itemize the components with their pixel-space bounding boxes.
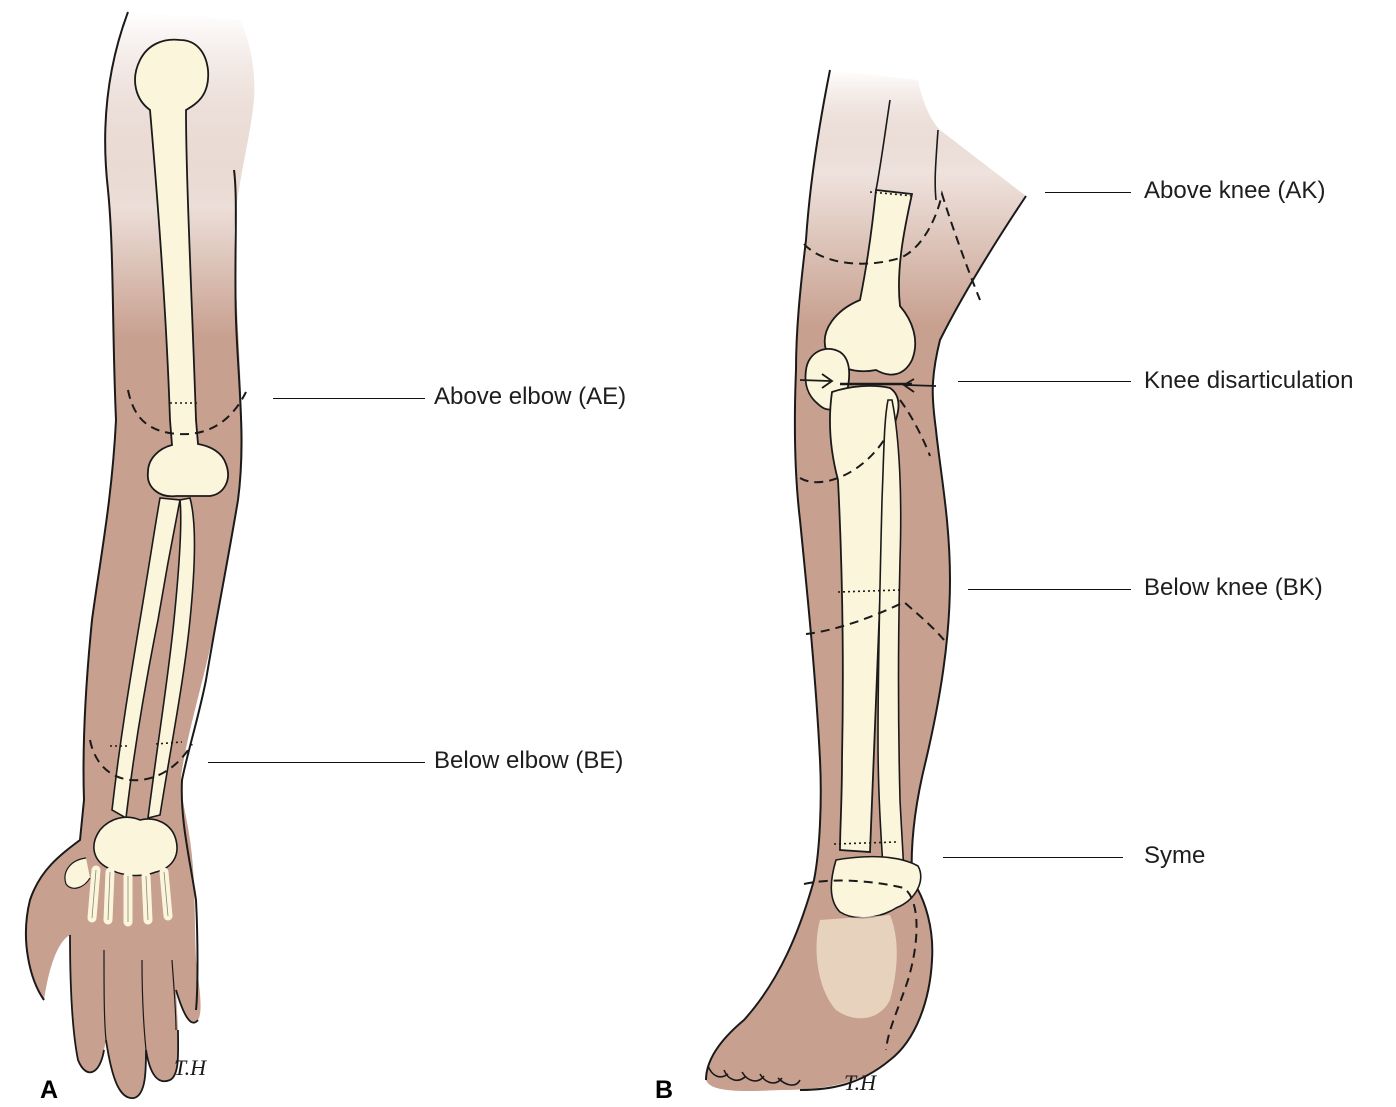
ulna bbox=[147, 497, 196, 820]
leader-line-syme bbox=[943, 857, 1123, 858]
leg-illustration: T.H bbox=[705, 69, 1027, 1095]
humerus bbox=[134, 38, 229, 498]
label-above-elbow: Above elbow (AE) bbox=[434, 383, 627, 410]
syme-cut-line bbox=[803, 879, 918, 1051]
knee-arrow-left bbox=[799, 373, 834, 389]
arm-fingers-outline bbox=[69, 934, 199, 1099]
below-elbow-cut-line bbox=[89, 739, 193, 782]
label-knee-disarticulation: Knee disarticulation bbox=[1144, 367, 1354, 394]
label-below-knee: Below knee (BK) bbox=[1144, 574, 1323, 601]
toes bbox=[707, 1065, 801, 1086]
leader-line-knee-disarticulation bbox=[958, 381, 1131, 382]
panel-letter-b: B bbox=[655, 1076, 674, 1104]
label-syme: Syme bbox=[1144, 842, 1206, 869]
leader-line-below-knee bbox=[968, 589, 1131, 590]
panel-letter-a: A bbox=[40, 1076, 59, 1104]
signature-arm: T.H bbox=[174, 1055, 207, 1080]
knee-arrow-right bbox=[902, 378, 937, 393]
label-above-knee: Above knee (AK) bbox=[1144, 177, 1326, 204]
arm-outline-left bbox=[24, 11, 129, 1001]
leader-line-below-elbow bbox=[208, 762, 425, 763]
label-below-elbow: Below elbow (BE) bbox=[434, 747, 624, 774]
arm-outline-right bbox=[180, 169, 243, 1011]
femur bbox=[823, 189, 917, 376]
ankle-bones bbox=[830, 855, 922, 919]
below-knee-cut-line bbox=[805, 600, 945, 641]
arm-silhouette bbox=[25, 12, 255, 1099]
leg-outline-left bbox=[705, 69, 831, 1081]
above-knee-cut-line bbox=[803, 190, 981, 301]
leg-outline-right bbox=[799, 195, 1027, 1091]
signature-leg: T.H bbox=[844, 1070, 877, 1095]
carpals bbox=[93, 816, 178, 877]
leader-line-above-elbow bbox=[273, 398, 425, 399]
leader-line-above-knee bbox=[1045, 192, 1131, 193]
arm-illustration: T.H bbox=[24, 11, 255, 1099]
